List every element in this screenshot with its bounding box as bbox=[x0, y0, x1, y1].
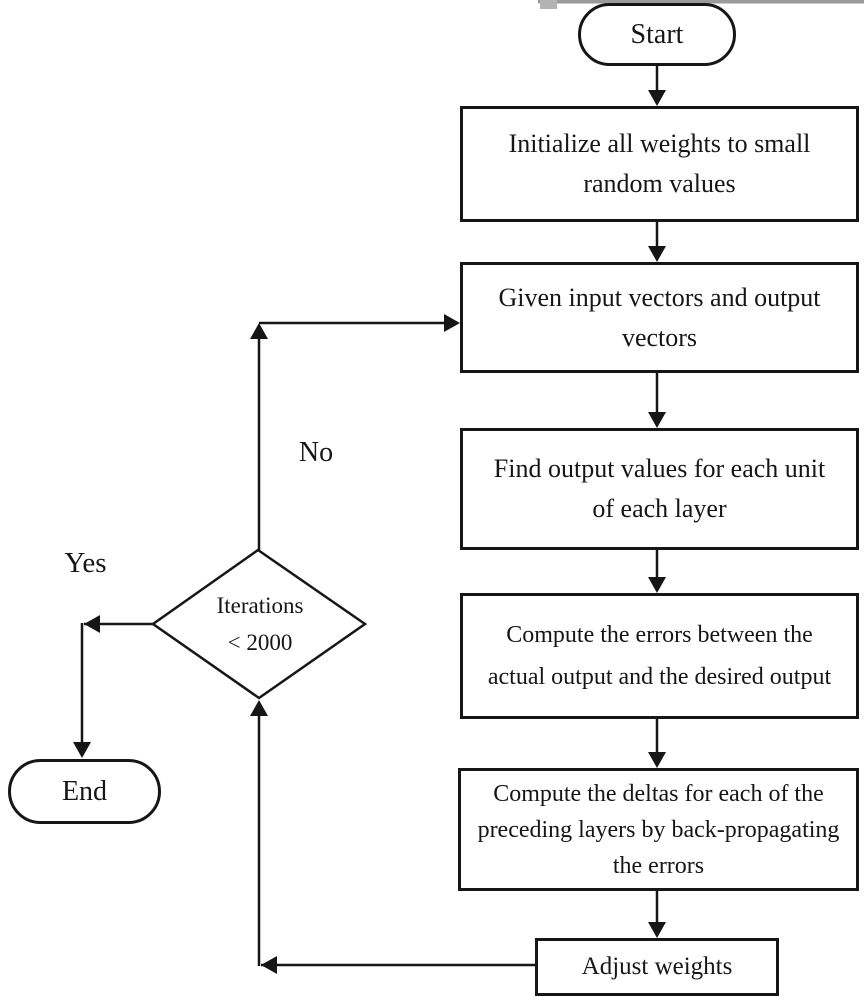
scan-artifact bbox=[538, 0, 864, 9]
edge-label-no: No bbox=[298, 437, 334, 468]
node-compute-errors: Compute the errors between the actual ou… bbox=[460, 593, 859, 719]
node-find-output-values: Find output values for each unit of each… bbox=[460, 428, 859, 550]
node-adjust-weights: Adjust weights bbox=[535, 938, 779, 996]
node-initialize-weights: Initialize all weights to small random v… bbox=[460, 106, 859, 222]
arrow-decision-yes-to-end bbox=[73, 615, 153, 758]
edge-label-yes: Yes bbox=[64, 547, 107, 579]
node-compute-deltas: Compute the deltas for each of the prece… bbox=[458, 768, 859, 891]
arrow-adjust-to-decision bbox=[250, 700, 535, 974]
node-end: End bbox=[8, 759, 161, 824]
arrow-errors-to-deltas bbox=[648, 718, 666, 768]
decision-diamond bbox=[150, 548, 368, 700]
arrow-initialize-to-given bbox=[648, 221, 666, 262]
arrow-find-to-errors bbox=[648, 549, 666, 593]
arrow-decision-no-to-given bbox=[250, 314, 460, 550]
node-given-vectors: Given input vectors and output vectors bbox=[460, 262, 859, 373]
decision-label: Iterations < 2000 bbox=[216, 592, 304, 655]
node-start: Start bbox=[578, 3, 736, 66]
arrow-start-to-initialize bbox=[648, 65, 666, 106]
arrow-deltas-to-adjust bbox=[648, 890, 666, 938]
arrow-given-to-find bbox=[648, 372, 666, 428]
